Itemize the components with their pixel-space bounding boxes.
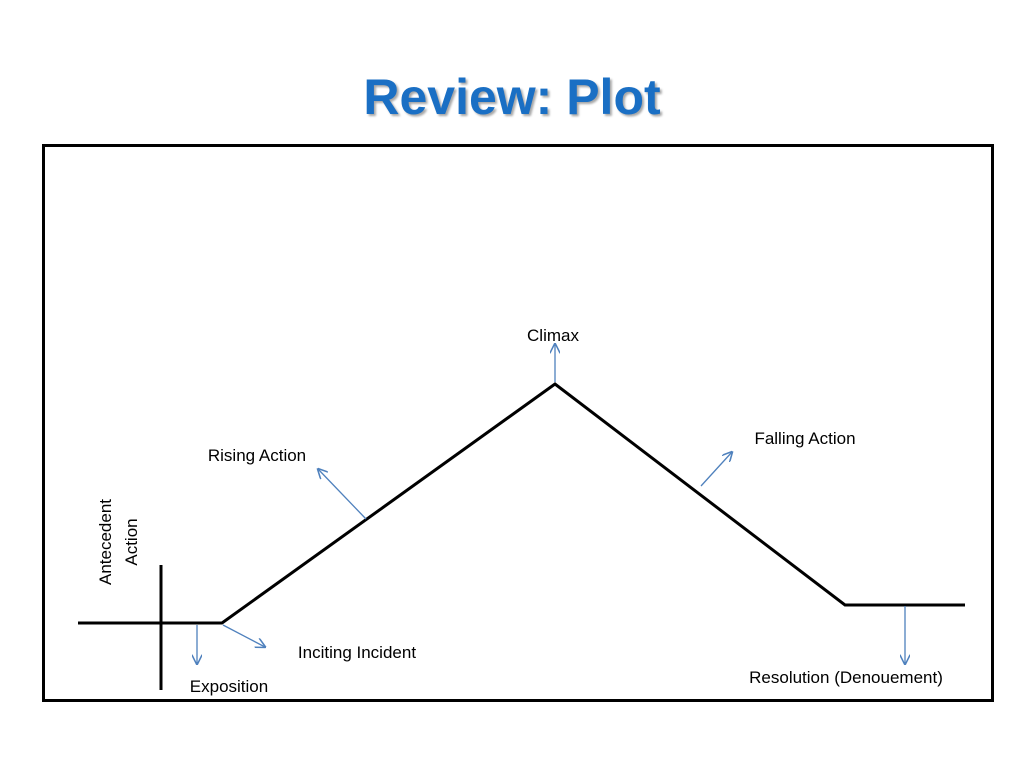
falling-action-label: Falling Action [754,429,855,448]
slide-title: Review: Plot [363,69,661,125]
plot-line [78,382,965,625]
antecedent-action-label: Antecedent Action [96,499,141,585]
antecedent-label-line2: Action [122,518,141,565]
inciting-incident-arrow [222,624,265,647]
rising-action-arrow [318,469,367,520]
inciting-incident-label: Inciting Incident [298,643,416,662]
antecedent-label-line1: Antecedent [96,499,115,585]
falling-action-arrow [700,452,732,487]
diagram-frame [42,144,994,702]
climax-label: Climax [527,326,579,345]
resolution-label: Resolution (Denouement) [749,668,943,687]
rising-action-label: Rising Action [208,446,306,465]
exposition-label: Exposition [190,677,268,696]
